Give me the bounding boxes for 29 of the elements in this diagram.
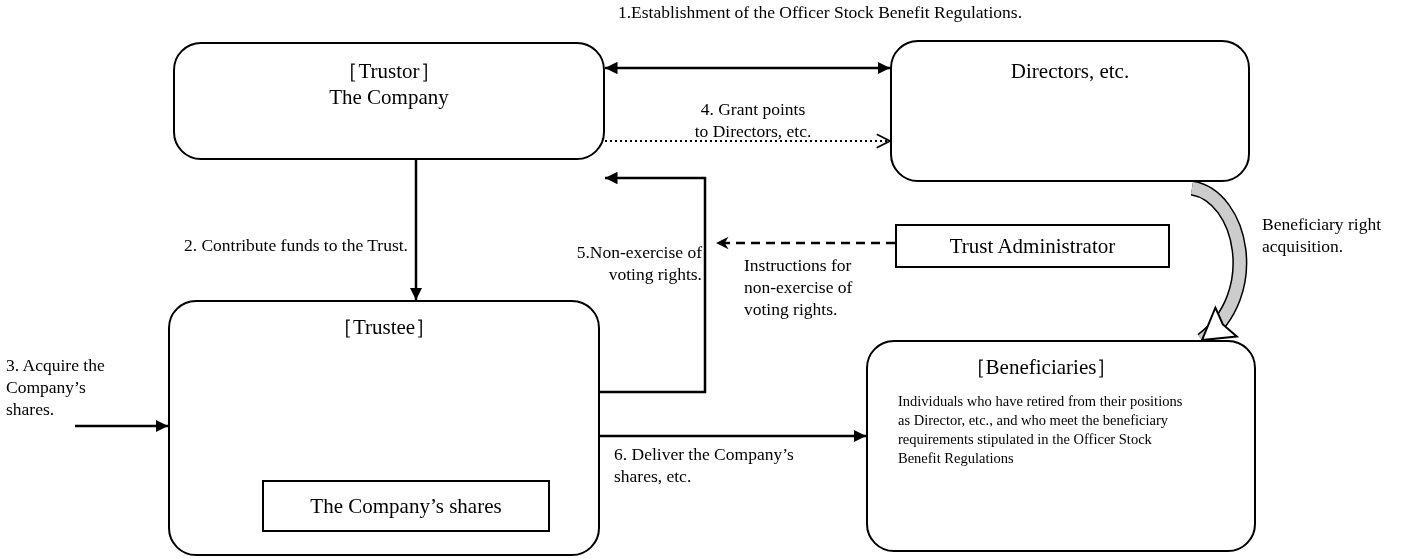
edge-label: 4. Grant points to Directors, etc.	[694, 99, 812, 143]
edge-label: 5.Non-exercise of voting rights.	[575, 242, 702, 286]
dashed-arrow	[716, 236, 895, 250]
arrow	[600, 171, 707, 394]
arrow	[605, 61, 890, 75]
box-title: ［Trustor］	[337, 58, 441, 85]
box-description: Individuals who have retired from their positions as Director, etc., and who meet the beneficiary requirements stipulated in the Officer Stock Benefit Regulations	[898, 392, 1184, 468]
dashed-arrow	[604, 133, 891, 149]
arrow	[75, 419, 168, 433]
box-title: ［Beneficiaries］	[964, 354, 1118, 381]
arrow	[409, 160, 423, 300]
edge-label: Instructions for non-exercise of voting rights.	[744, 255, 854, 321]
edge-label: 3. Acquire the Company’s shares.	[6, 355, 106, 421]
rounded-box	[168, 300, 600, 556]
edge-label: 6. Deliver the Company’s shares, etc.	[614, 444, 795, 488]
arrow	[600, 429, 866, 443]
box-title: The Company’s shares	[310, 492, 502, 520]
rounded-box	[173, 42, 605, 160]
edge-label: 2. Contribute funds to the Trust.	[182, 235, 408, 257]
rounded-box	[890, 40, 1250, 182]
rect-box	[895, 224, 1170, 268]
edge-label: Beneficiary right acquisition.	[1262, 214, 1383, 258]
box-title: ［Trustee］	[331, 314, 437, 341]
rounded-box	[866, 340, 1256, 552]
box-title: Directors, etc.	[1010, 58, 1130, 85]
edge-label: 1.Establishment of the Officer Stock Benefit Regulations.	[616, 2, 1023, 24]
rect-box	[262, 480, 550, 532]
box-subtitle: The Company	[329, 84, 449, 111]
box-title: Trust Administrator	[949, 232, 1116, 260]
